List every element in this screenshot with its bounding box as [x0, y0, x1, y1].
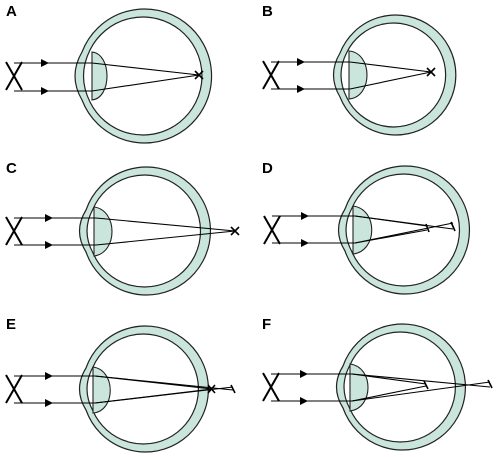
- panel-label-a: A: [6, 3, 17, 20]
- panel-f: F: [262, 316, 493, 451]
- panel-a: A: [5, 3, 213, 144]
- object-x-mark: [5, 374, 23, 404]
- refracted-ray: [351, 373, 427, 385]
- panel-d: D: [262, 160, 471, 295]
- object-x-mark: [262, 372, 280, 402]
- eyeball-inner-cavity: [86, 174, 202, 288]
- refracted-ray: [95, 217, 236, 232]
- refracted-ray: [351, 385, 427, 402]
- focal-line-mark: [423, 380, 429, 390]
- refracted-ray: [94, 375, 213, 390]
- panel-label-d: D: [262, 160, 273, 177]
- refracted-ray: [354, 215, 428, 227]
- refracted-ray: [91, 62, 200, 76]
- refracted-ray: [351, 381, 491, 402]
- panel-label-b: B: [262, 3, 273, 20]
- panel-e: E: [5, 316, 236, 453]
- focal-point-mark: [426, 67, 436, 77]
- panel-label-c: C: [6, 160, 17, 177]
- refracted-ray: [354, 229, 428, 244]
- refracted-ray: [94, 388, 213, 404]
- object-x-mark: [263, 215, 281, 245]
- panel-label-f: F: [262, 316, 271, 333]
- focal-point-mark: [207, 384, 216, 394]
- refracted-ray: [95, 230, 236, 246]
- object-x-mark: [262, 60, 280, 90]
- panel-b: B: [262, 3, 457, 136]
- eyeball-inner-cavity: [82, 16, 203, 136]
- focal-point-mark: [194, 70, 204, 80]
- panel-label-e: E: [6, 316, 16, 333]
- refracted-ray: [349, 61, 432, 73]
- eyeball-inner-cavity: [340, 22, 447, 128]
- eyeball-inner-cavity: [345, 173, 461, 287]
- focal-point-mark: [230, 226, 240, 236]
- focal-line-mark: [425, 223, 430, 233]
- panel-c: C: [5, 160, 240, 296]
- object-x-mark: [5, 216, 23, 246]
- refracted-ray: [91, 74, 200, 92]
- focal-line-mark: [487, 379, 493, 389]
- object-x-mark: [5, 61, 23, 91]
- focal-line-mark: [230, 384, 236, 394]
- focal-line-mark: [450, 221, 456, 232]
- refracted-ray: [349, 71, 432, 90]
